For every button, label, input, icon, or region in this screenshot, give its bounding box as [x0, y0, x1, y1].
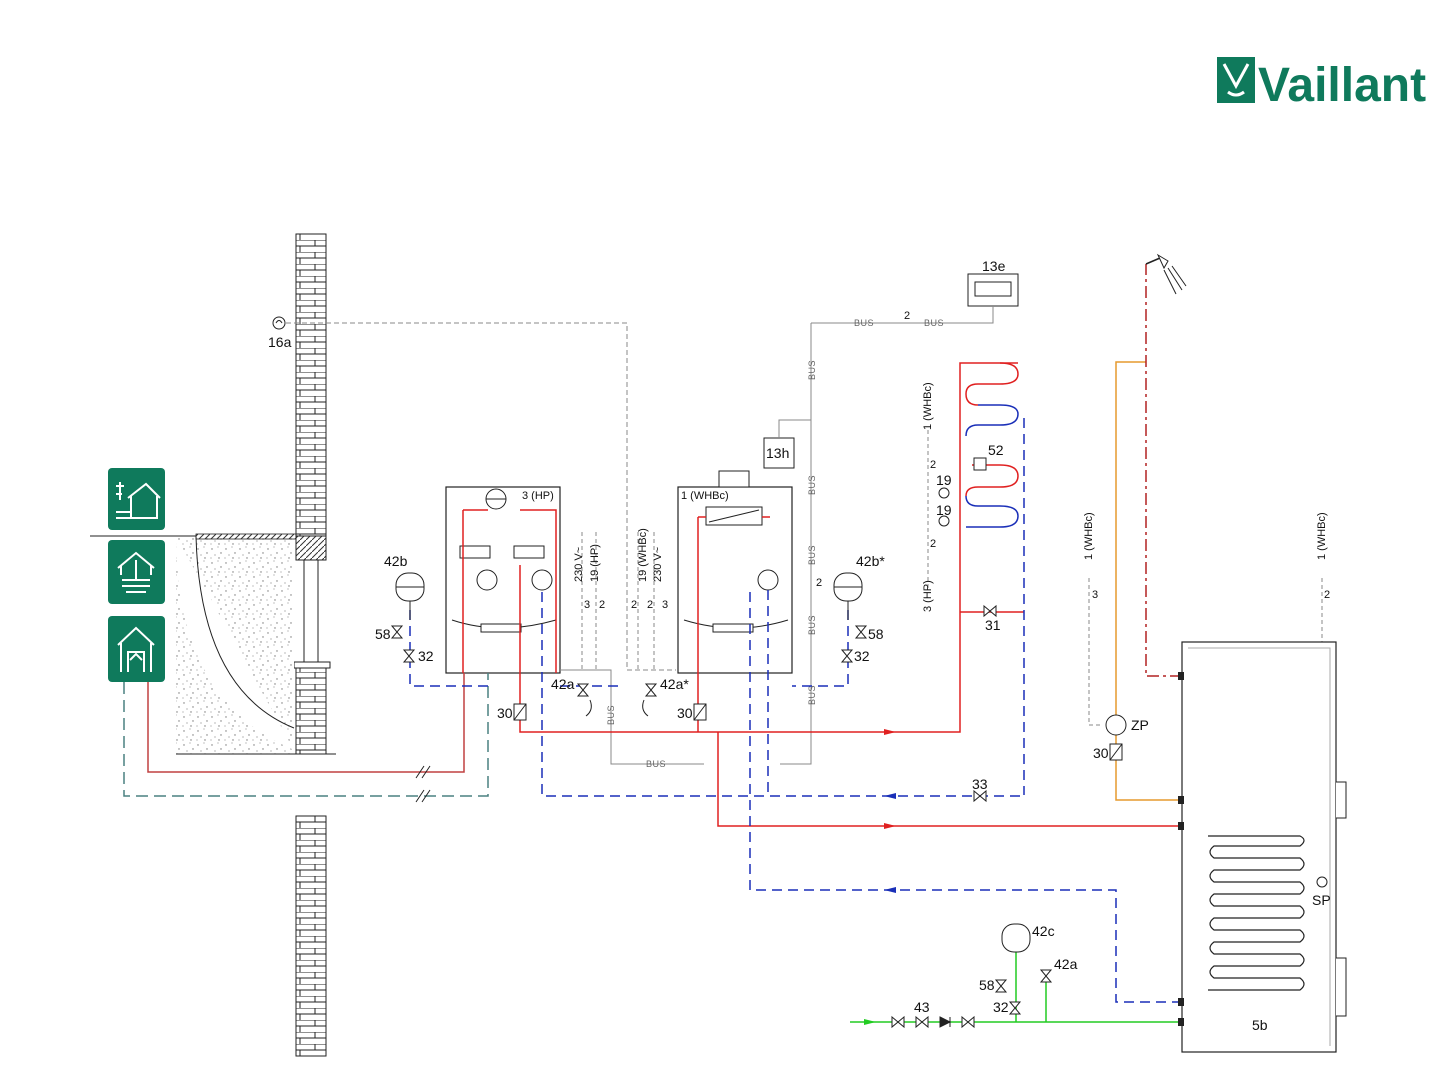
- expansion-vessel-left: 42b 58 32: [375, 553, 434, 664]
- expansion-vessel-right: 42b* 58 32: [834, 553, 885, 664]
- svg-text:2: 2: [647, 599, 653, 611]
- svg-text:2: 2: [930, 459, 936, 471]
- svg-text:42b: 42b: [384, 553, 408, 569]
- svg-text:SP: SP: [1312, 892, 1331, 908]
- svg-text:2: 2: [816, 577, 822, 589]
- svg-text:58: 58: [375, 626, 391, 642]
- svg-text:3 (HP): 3 (HP): [522, 490, 554, 502]
- svg-text:230 V~: 230 V~: [652, 547, 664, 582]
- svg-text:230 V~: 230 V~: [573, 547, 585, 582]
- svg-text:19: 19: [936, 472, 952, 488]
- svg-text:32: 32: [418, 648, 434, 664]
- filter-right: 30: [677, 704, 706, 721]
- underfloor-coil: [966, 363, 1024, 795]
- svg-text:30: 30: [1093, 745, 1109, 761]
- svg-text:BUS: BUS: [807, 685, 817, 705]
- remote-control: 13h: [764, 438, 794, 468]
- svg-text:19 (WHBc): 19 (WHBc): [637, 528, 649, 582]
- svg-text:BUS: BUS: [807, 475, 817, 495]
- svg-text:2: 2: [631, 599, 637, 611]
- svg-text:ZP: ZP: [1131, 717, 1149, 733]
- svg-text:42a: 42a: [1054, 956, 1078, 972]
- valve-33: 33: [972, 776, 988, 801]
- svg-text:1 (WHBc): 1 (WHBc): [681, 490, 729, 502]
- svg-text:3: 3: [662, 599, 668, 611]
- cold-water-fittings: 42c 42a 58 32 43: [892, 923, 1078, 1027]
- outdoor-sensor: 16a: [268, 317, 292, 350]
- svg-text:BUS: BUS: [646, 759, 666, 769]
- heat-pump-house-icon: [108, 616, 165, 682]
- svg-text:32: 32: [854, 648, 870, 664]
- ground-collector-icon: [108, 540, 165, 604]
- shower-icon: [1146, 255, 1186, 294]
- brick-wall-icon: [294, 234, 330, 1056]
- svg-text:33: 33: [972, 776, 988, 792]
- svg-text:BUS: BUS: [854, 318, 874, 328]
- svg-text:52: 52: [988, 442, 1004, 458]
- svg-text:13h: 13h: [766, 445, 789, 461]
- svg-text:42c: 42c: [1032, 923, 1055, 939]
- svg-text:30: 30: [677, 705, 693, 721]
- storage-tank: SP 5b: [1182, 642, 1346, 1052]
- svg-text:1 (WHBc): 1 (WHBc): [1316, 512, 1328, 560]
- svg-text:2: 2: [1324, 589, 1330, 601]
- svg-text:BUS: BUS: [807, 360, 817, 380]
- svg-text:58: 58: [979, 977, 995, 993]
- safety-valve-left: 42a: [551, 676, 591, 716]
- vaillant-logo: Vaillant: [1217, 57, 1426, 112]
- ground-soil: [176, 536, 294, 754]
- hot-water-pipe: [1116, 362, 1182, 800]
- svg-text:BUS: BUS: [924, 318, 944, 328]
- svg-text:3: 3: [584, 599, 590, 611]
- svg-text:BUS: BUS: [606, 705, 616, 725]
- brand-name: Vaillant: [1258, 59, 1426, 112]
- svg-text:30: 30: [497, 705, 513, 721]
- svg-text:32: 32: [993, 999, 1009, 1015]
- svg-text:58: 58: [868, 626, 884, 642]
- valve-31: 31: [984, 606, 1001, 633]
- svg-text:5b: 5b: [1252, 1017, 1268, 1033]
- svg-text:1 (WHBc): 1 (WHBc): [1083, 512, 1095, 560]
- svg-text:43: 43: [914, 999, 930, 1015]
- svg-text:42a: 42a: [551, 676, 575, 692]
- svg-text:1 (WHBc): 1 (WHBc): [922, 382, 934, 430]
- svg-text:2: 2: [930, 538, 936, 550]
- heating-flow-pipes: [463, 363, 1182, 826]
- temperature-sensor-19a: 19: [936, 472, 952, 498]
- valve-52: 52: [974, 442, 1004, 470]
- svg-text:42a*: 42a*: [660, 676, 689, 692]
- svg-text:BUS: BUS: [807, 615, 817, 635]
- filter-left: 30: [497, 704, 526, 721]
- svg-text:2: 2: [904, 310, 910, 322]
- temperature-sensor-19b: 19: [936, 502, 952, 526]
- system-controller: 13e: [968, 258, 1018, 306]
- dhw-draw-pipe: [1146, 264, 1182, 676]
- svg-text:3: 3: [1092, 589, 1098, 601]
- svg-text:13e: 13e: [982, 258, 1006, 274]
- svg-text:2: 2: [599, 599, 605, 611]
- svg-text:BUS: BUS: [807, 545, 817, 565]
- svg-text:42b*: 42b*: [856, 553, 885, 569]
- svg-text:3 (HP): 3 (HP): [922, 580, 934, 612]
- svg-text:16a: 16a: [268, 334, 292, 350]
- circulation-pump: ZP 30: [1093, 715, 1149, 761]
- house-temperature-icon: [108, 468, 165, 530]
- svg-text:31: 31: [985, 617, 1001, 633]
- boiler-unit: 1 (WHBc): [678, 471, 792, 673]
- svg-text:19 (HP): 19 (HP): [589, 544, 601, 582]
